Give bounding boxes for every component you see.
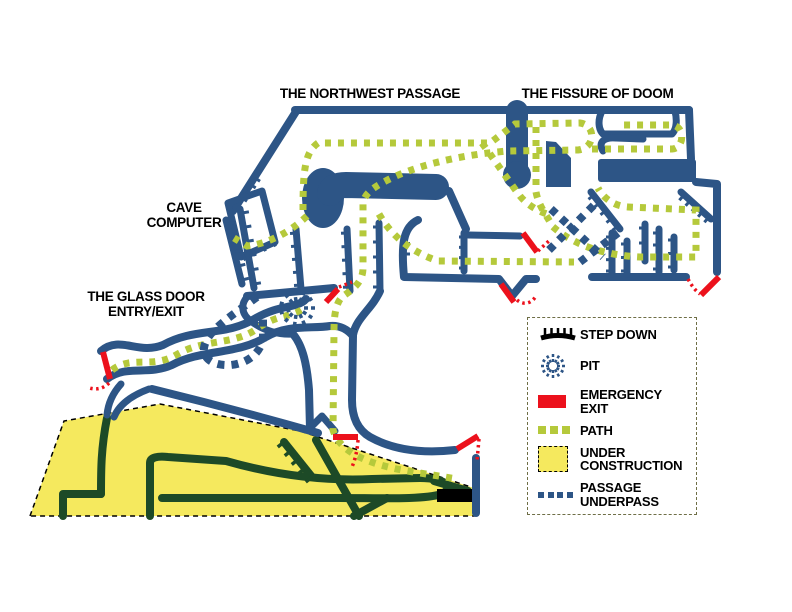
under-construction-icon: [538, 446, 580, 472]
label-northwest-passage: THE NORTHWEST PASSAGE: [279, 86, 461, 101]
legend-item-passage-underpass: PASSAGE UNDERPASS: [538, 481, 688, 508]
pit-icon: [538, 352, 580, 380]
legend: STEP DOWN PIT EMERGENCY EXIT PATH: [527, 317, 697, 515]
visitor-paths: [109, 119, 700, 483]
label-fissure-of-doom: THE FISSURE OF DOOM: [521, 86, 674, 101]
pit-room: [243, 284, 338, 300]
emergency-exits: [86, 231, 722, 468]
label-cave-computer: CAVE COMPUTER: [146, 200, 222, 230]
path-icon: [538, 426, 580, 435]
passage-underpasses: [200, 202, 621, 370]
legend-item-pit: PIT: [538, 352, 688, 380]
cave-walls: [97, 100, 721, 517]
passage-underpass-icon: [538, 491, 580, 498]
emergency-exit-icon: [538, 395, 580, 408]
legend-item-emergency-exit: EMERGENCY EXIT: [538, 388, 688, 415]
rock-pillar: [598, 159, 696, 182]
construction-passages: [59, 414, 472, 520]
label-glass-door: THE GLASS DOOR ENTRY/EXIT: [87, 289, 205, 319]
legend-item-step-down: STEP DOWN: [538, 327, 688, 343]
legend-item-under-construction: UNDER CONSTRUCTION: [538, 445, 688, 473]
entrance-marker: [437, 489, 472, 502]
step-down-icon: [538, 327, 580, 343]
glass-door-passage: [97, 295, 310, 355]
step-down-marks: [276, 438, 316, 484]
pit-marker: [278, 288, 316, 328]
legend-item-path: PATH: [538, 423, 688, 438]
